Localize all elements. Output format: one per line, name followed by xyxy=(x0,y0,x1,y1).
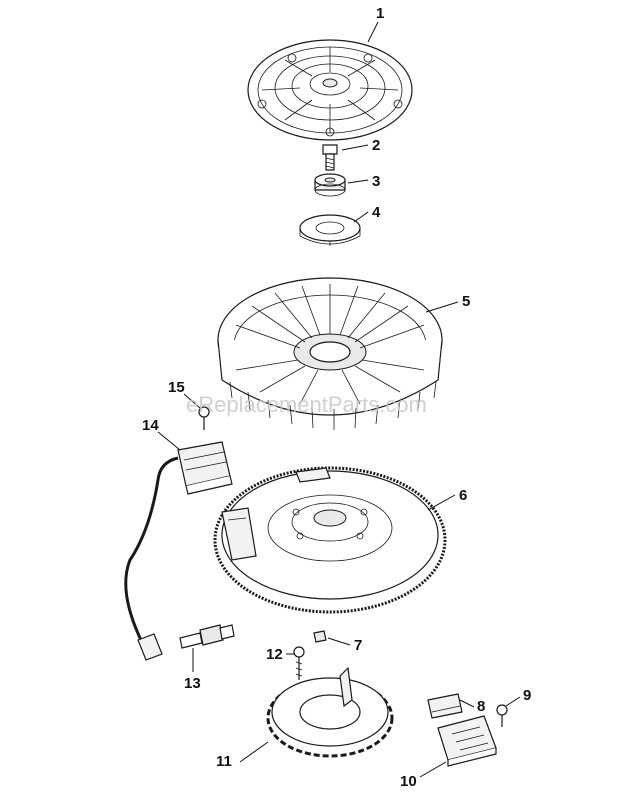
part-2-bolt[interactable] xyxy=(322,144,338,171)
leader-8 xyxy=(459,699,475,708)
callout-10: 10 xyxy=(400,773,417,790)
part-8-connector[interactable] xyxy=(427,693,463,719)
callout-4: 4 xyxy=(372,204,381,221)
leader-11 xyxy=(239,741,269,763)
callout-13: 13 xyxy=(184,675,201,692)
callouts: 1 2 3 4 5 6 7 8 9 10 11 12 13 14 15 xyxy=(142,5,531,790)
leader-3 xyxy=(347,179,369,184)
callout-14: 14 xyxy=(142,417,159,434)
part-12-screw[interactable] xyxy=(293,646,305,680)
callout-11: 11 xyxy=(216,753,232,770)
leader-14 xyxy=(157,431,181,451)
leader-7 xyxy=(327,637,351,646)
callout-15: 15 xyxy=(168,379,185,396)
callout-6: 6 xyxy=(459,487,467,504)
callout-12: 12 xyxy=(266,646,283,663)
part-10-regulator[interactable] xyxy=(437,715,497,767)
watermark-text: eReplacementParts.com xyxy=(186,392,427,417)
part-3-spacer[interactable] xyxy=(314,173,346,197)
callout-9: 9 xyxy=(523,687,531,704)
part-1-screen[interactable] xyxy=(247,39,413,141)
part-4-retainer[interactable] xyxy=(299,214,361,246)
leader-2 xyxy=(341,144,369,151)
part-5-fan[interactable] xyxy=(217,277,443,430)
leader-10 xyxy=(419,761,447,778)
leader-5 xyxy=(425,301,459,313)
part-7-key[interactable] xyxy=(313,630,327,643)
leader-1 xyxy=(367,21,379,43)
part-11-stator[interactable] xyxy=(266,666,394,758)
leader-6 xyxy=(427,494,456,511)
part-14-ignition-module[interactable] xyxy=(124,441,233,661)
part-6-flywheel[interactable] xyxy=(213,466,447,614)
leader-15 xyxy=(183,393,201,409)
part-15-screw[interactable] xyxy=(198,406,210,430)
leader-lines xyxy=(157,21,521,778)
callout-8: 8 xyxy=(477,698,485,715)
part-13-spark-plug[interactable] xyxy=(179,624,235,649)
callout-1: 1 xyxy=(376,5,384,22)
leader-9 xyxy=(505,696,521,707)
callout-5: 5 xyxy=(462,293,470,310)
part-9-screw[interactable] xyxy=(496,704,508,727)
leader-4 xyxy=(353,211,369,223)
callout-2: 2 xyxy=(372,137,380,154)
callout-7: 7 xyxy=(354,637,362,654)
callout-3: 3 xyxy=(372,173,380,190)
